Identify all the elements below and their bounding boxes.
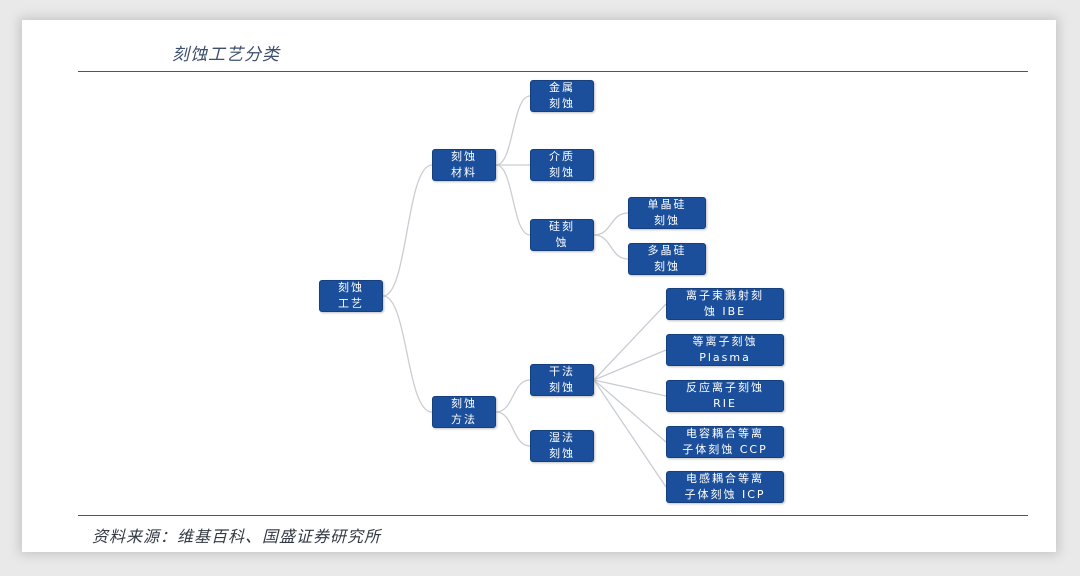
node-monocrystalline-si-etching: 单晶硅 刻蚀: [628, 197, 706, 229]
node-label-line1: 湿法: [549, 431, 575, 444]
node-label-line1: 电感耦合等离: [686, 472, 764, 485]
node-polycrystalline-si-etching: 多晶硅 刻蚀: [628, 243, 706, 275]
node-label-line2: 材料: [451, 166, 477, 179]
node-label-line2: 刻蚀: [549, 166, 575, 179]
node-etching-method: 刻蚀 方法: [432, 396, 496, 428]
node-ibe-etching: 离子束溅射刻 蚀 IBE: [666, 288, 784, 320]
node-label-line2: 刻蚀: [654, 214, 680, 227]
node-label-line1: 单晶硅: [647, 198, 687, 211]
node-label-line2: 刻蚀: [654, 260, 680, 273]
node-rie-etching: 反应离子刻蚀 RIE: [666, 380, 784, 412]
node-label-line1: 刻蚀: [338, 281, 364, 294]
node-label-line1: 刻蚀: [451, 150, 477, 163]
bottom-divider: [78, 515, 1028, 516]
node-label-line1: 干法: [549, 365, 575, 378]
node-label-line1: 电容耦合等离: [686, 427, 764, 440]
node-wet-etching: 湿法 刻蚀: [530, 430, 594, 462]
node-label-line2: 子体刻蚀 CCP: [682, 443, 768, 456]
node-label-line1: 等离子刻蚀: [692, 335, 758, 348]
node-dry-etching: 干法 刻蚀: [530, 364, 594, 396]
node-label-line2: 蚀: [555, 236, 569, 249]
node-icp-etching: 电感耦合等离 子体刻蚀 ICP: [666, 471, 784, 503]
source-note: 资料来源：维基百科、国盛证券研究所: [92, 527, 382, 546]
node-label-line2: 方法: [451, 413, 477, 426]
node-label-line2: 工艺: [338, 297, 364, 310]
node-silicon-etching: 硅刻 蚀: [530, 219, 594, 251]
node-label-line1: 多晶硅: [647, 244, 687, 257]
node-label-line1: 反应离子刻蚀: [686, 381, 764, 394]
top-divider: [78, 71, 1028, 72]
node-label-line2: 蚀 IBE: [703, 305, 747, 318]
node-label-line1: 介质: [549, 150, 575, 163]
node-label-line2: 子体刻蚀 ICP: [684, 488, 766, 501]
node-dielectric-etching: 介质 刻蚀: [530, 149, 594, 181]
node-label-line1: 刻蚀: [451, 397, 477, 410]
node-label-line1: 金属: [549, 81, 575, 94]
node-etching-material: 刻蚀 材料: [432, 149, 496, 181]
node-label-line1: 硅刻: [549, 220, 575, 233]
node-label-line1: 离子束溅射刻: [686, 289, 764, 302]
node-label-line2: 刻蚀: [549, 447, 575, 460]
node-etching-process: 刻蚀 工艺: [319, 280, 383, 312]
figure-title: 刻蚀工艺分类: [172, 45, 280, 65]
node-label-line2: RIE: [713, 397, 737, 410]
node-plasma-etching: 等离子刻蚀 Plasma: [666, 334, 784, 366]
node-metal-etching: 金属 刻蚀: [530, 80, 594, 112]
node-label-line2: 刻蚀: [549, 97, 575, 110]
node-label-line2: Plasma: [699, 351, 751, 364]
node-ccp-etching: 电容耦合等离 子体刻蚀 CCP: [666, 426, 784, 458]
node-label-line2: 刻蚀: [549, 381, 575, 394]
